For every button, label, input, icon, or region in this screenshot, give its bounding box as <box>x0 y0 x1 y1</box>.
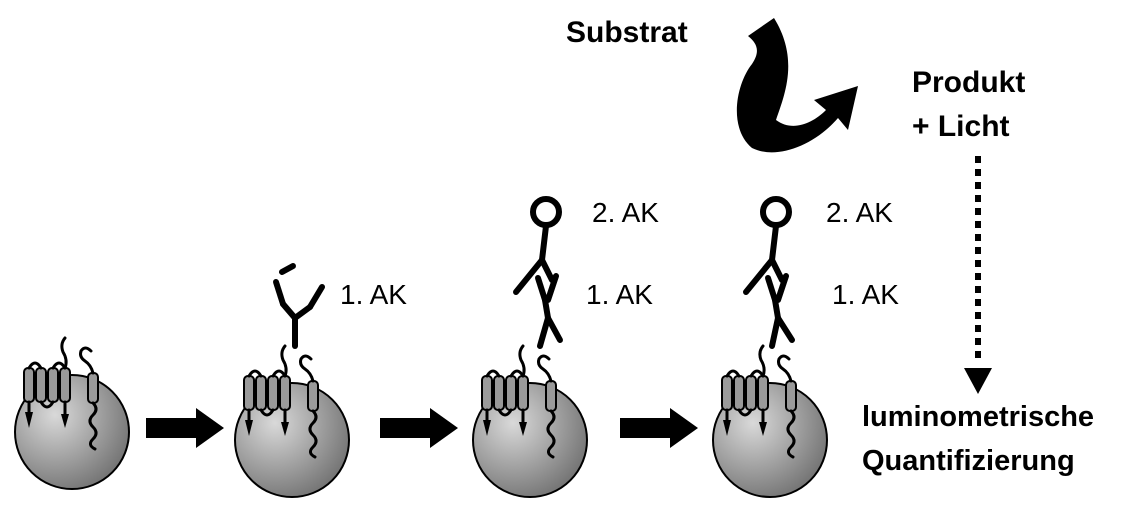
step1-cell <box>13 336 131 491</box>
arrow-right-2 <box>380 408 458 448</box>
step4-primary-antibody <box>765 273 795 349</box>
arrow-right-1 <box>146 408 224 448</box>
step2-primary-antibody <box>273 263 325 349</box>
product-label-line2: + Licht <box>912 110 1010 143</box>
step3-secondary-antibody <box>513 196 562 295</box>
step3-label-1ak: 1. AK <box>586 279 653 310</box>
step4-label-1ak: 1. AK <box>832 279 899 310</box>
step4-secondary-antibody <box>743 196 792 295</box>
product-label-line1: Produkt <box>912 66 1025 99</box>
step2-cell <box>233 344 351 499</box>
detection-label-line1: luminometrische <box>862 401 1094 433</box>
arrow-right-3 <box>620 408 698 448</box>
step3-cell <box>471 344 589 499</box>
substrate-label: Substrat <box>566 16 688 49</box>
curved-reaction-arrow <box>736 18 858 153</box>
step3-label-2ak: 2. AK <box>592 197 659 228</box>
step3-primary-antibody <box>535 273 563 349</box>
detection-label-line2: Quantifizierung <box>862 445 1075 477</box>
step2-label-1ak: 1. AK <box>340 279 407 310</box>
detection-dashed-arrow <box>964 156 992 394</box>
step4-cell <box>711 344 829 499</box>
step4-label-2ak: 2. AK <box>826 197 893 228</box>
